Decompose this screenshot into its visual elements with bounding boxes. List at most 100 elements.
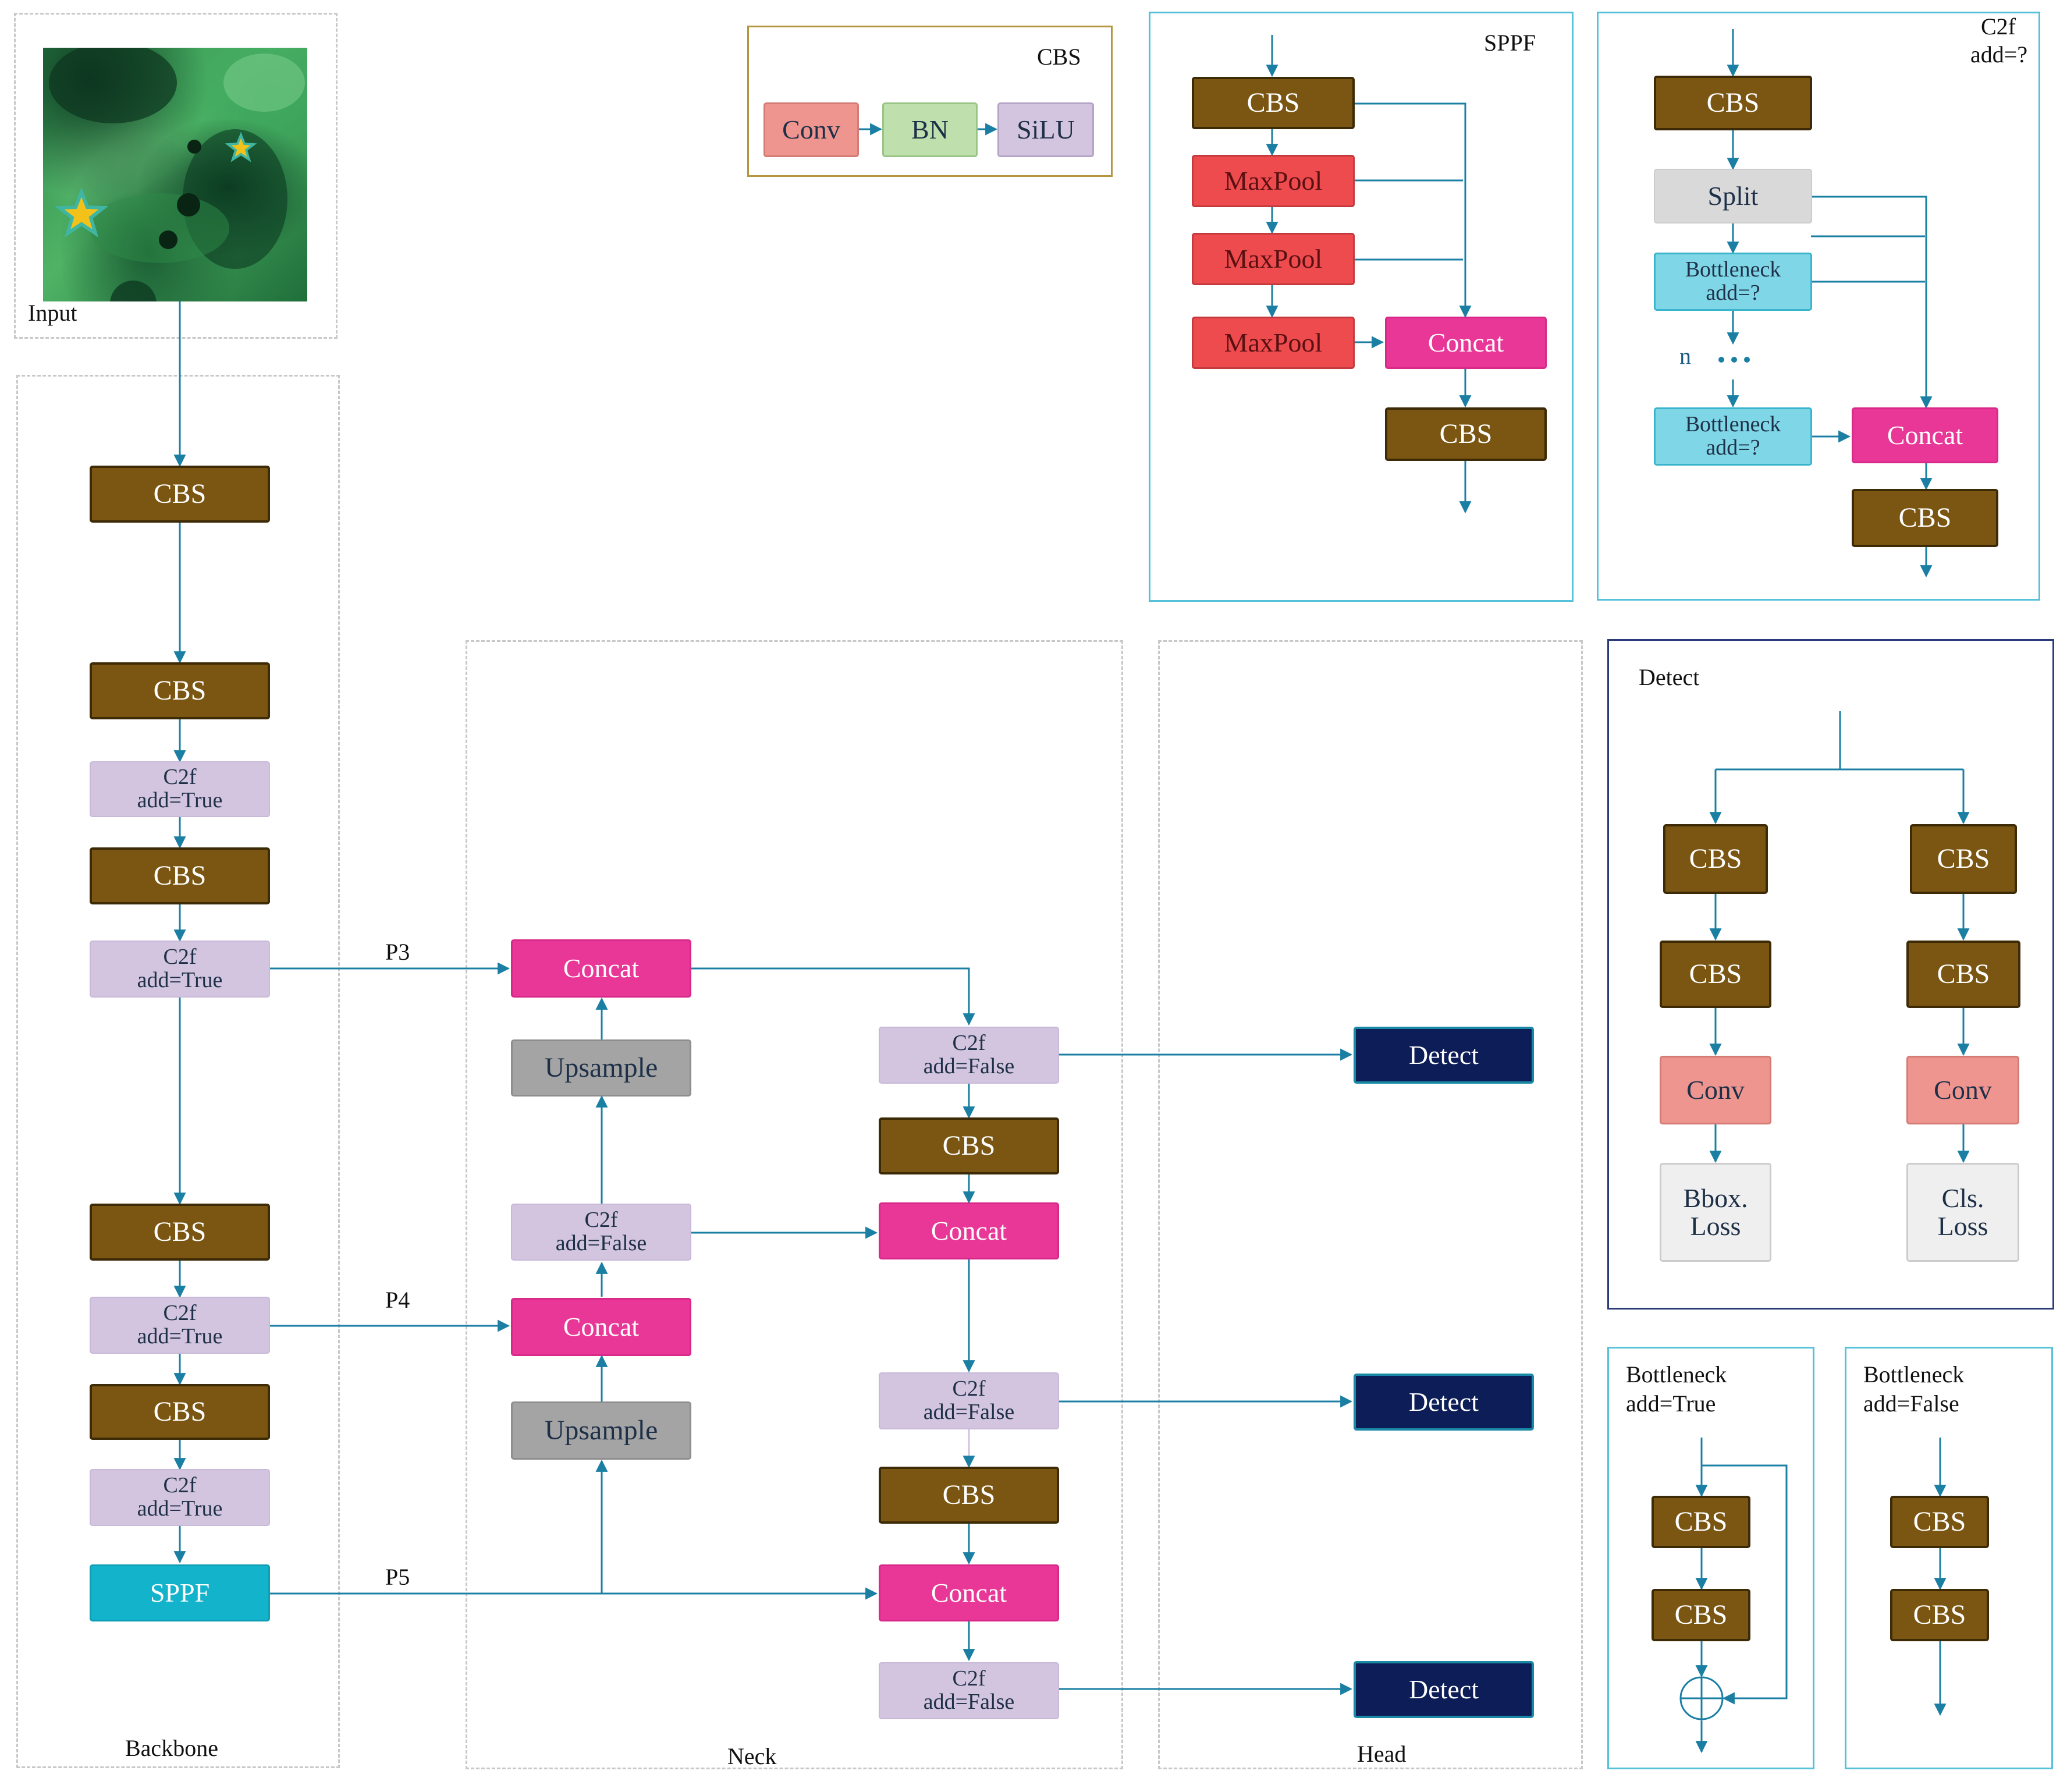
head-label: Head <box>1357 1741 1407 1767</box>
bottleneck-true-cbs-2: CBS <box>1652 1589 1750 1641</box>
neck-c2f-mid: C2f add=False <box>511 1204 691 1261</box>
backbone-cbs-5: CBS <box>90 1384 270 1440</box>
bottleneck-false-title-line1: Bottleneck <box>1863 1361 1965 1388</box>
c2f-name: C2f <box>584 1208 618 1233</box>
cbs-legend-silu: SiLU <box>997 102 1094 157</box>
neck-concat-right-2: Concat <box>879 1564 1059 1621</box>
c2f-name: C2f <box>163 1473 197 1498</box>
c2f-panel <box>1597 12 2040 601</box>
c2f-add: add=False <box>923 1690 1015 1714</box>
detect-panel-title: Detect <box>1639 664 1700 690</box>
sppf-cbs-in: CBS <box>1192 77 1355 129</box>
detect-cbs-left-1: CBS <box>1663 824 1768 894</box>
sppf-panel-title: SPPF <box>1484 30 1536 56</box>
bottleneck-true-cbs-1: CBS <box>1652 1496 1750 1548</box>
bottleneck-false-panel <box>1845 1347 2053 1769</box>
loss-line-1: Bbox. <box>1683 1183 1748 1213</box>
bottleneck-name: Bottleneck <box>1685 412 1781 437</box>
neck-upsample-top: Upsample <box>511 1039 691 1097</box>
sppf-maxpool-3: MaxPool <box>1192 317 1355 369</box>
loss-line-2: Loss <box>1937 1211 1988 1241</box>
neck-concat-top: Concat <box>511 939 691 998</box>
repeat-dots <box>1718 357 1750 363</box>
backbone-c2f-2: C2f add=True <box>90 941 270 998</box>
neck-c2f-right-1: C2f add=False <box>879 1027 1059 1084</box>
sppf-cbs-out: CBS <box>1385 407 1547 461</box>
input-image-detail <box>49 48 305 301</box>
bottleneck-false-cbs-2: CBS <box>1890 1589 1989 1641</box>
head-detect-1: Detect <box>1354 1027 1534 1084</box>
detect-conv-right: Conv <box>1906 1056 2019 1124</box>
bottleneck-name: Bottleneck <box>1685 257 1781 282</box>
detect-panel <box>1607 639 2054 1310</box>
bottleneck-true-title-line1: Bottleneck <box>1626 1361 1727 1388</box>
c2f-add: add=False <box>555 1231 647 1255</box>
backbone-frame <box>16 375 340 1768</box>
c2f-add: add=True <box>137 1324 223 1349</box>
loss-line-2: Loss <box>1690 1211 1741 1241</box>
c2f-panel-title-line1: C2f <box>1981 13 2016 40</box>
neck-concat-mid: Concat <box>511 1298 691 1356</box>
c2f-panel-repeat-label: n <box>1679 343 1691 369</box>
edge-label-p4: P4 <box>385 1287 410 1313</box>
detect-cbs-left-2: CBS <box>1660 941 1771 1008</box>
neck-upsample-bottom: Upsample <box>511 1401 691 1460</box>
detect-cbs-right-1: CBS <box>1910 824 2017 894</box>
bottleneck-false-title-line2: add=False <box>1863 1390 1959 1417</box>
backbone-cbs-1: CBS <box>90 466 270 523</box>
bottleneck-add: add=? <box>1706 281 1760 305</box>
neck-concat-right-1: Concat <box>879 1202 1059 1259</box>
c2f-add: add=True <box>137 788 223 812</box>
c2f-add: add=True <box>137 1496 223 1521</box>
neck-cbs-right-2: CBS <box>879 1467 1059 1524</box>
cbs-legend-bn: BN <box>882 102 978 157</box>
detect-conv-left: Conv <box>1660 1056 1771 1124</box>
sppf-maxpool-2: MaxPool <box>1192 233 1355 285</box>
backbone-cbs-2: CBS <box>90 662 270 719</box>
sppf-maxpool-1: MaxPool <box>1192 155 1355 207</box>
c2f-add: add=False <box>923 1400 1015 1424</box>
input-image <box>43 48 307 301</box>
head-detect-2: Detect <box>1354 1374 1534 1431</box>
c2f-add: add=True <box>137 968 223 992</box>
backbone-c2f-1: C2f add=True <box>90 761 270 817</box>
c2f-panel-concat: Concat <box>1852 407 1998 463</box>
c2f-panel-cbs-out: CBS <box>1852 489 1998 547</box>
c2f-name: C2f <box>952 1376 986 1401</box>
input-label: Input <box>28 300 77 326</box>
c2f-name: C2f <box>163 945 197 970</box>
head-detect-3: Detect <box>1354 1661 1534 1718</box>
detect-cls-loss: Cls. Loss <box>1906 1163 2019 1262</box>
backbone-c2f-3: C2f add=True <box>90 1297 270 1354</box>
c2f-panel-cbs-in: CBS <box>1654 76 1812 130</box>
neck-c2f-right-2: C2f add=False <box>879 1372 1059 1429</box>
add-circle-icon <box>1681 1677 1722 1719</box>
sppf-panel <box>1149 12 1574 602</box>
neck-c2f-right-3: C2f add=False <box>879 1662 1059 1719</box>
c2f-panel-split: Split <box>1654 169 1812 223</box>
edge-label-p5: P5 <box>385 1564 410 1590</box>
bottleneck-true-title-line2: add=True <box>1626 1390 1716 1417</box>
head-frame <box>1158 640 1583 1769</box>
backbone-sppf: SPPF <box>90 1564 270 1621</box>
backbone-c2f-4: C2f add=True <box>90 1469 270 1526</box>
backbone-cbs-4: CBS <box>90 1204 270 1261</box>
input-frame <box>14 13 338 339</box>
c2f-panel-bottleneck-1: Bottleneck add=? <box>1654 253 1812 311</box>
cbs-legend-title: CBS <box>1037 44 1081 70</box>
detect-bbox-loss: Bbox. Loss <box>1660 1163 1771 1262</box>
c2f-name: C2f <box>952 1031 986 1056</box>
backbone-label: Backbone <box>125 1735 218 1761</box>
c2f-name: C2f <box>163 1301 197 1326</box>
bottleneck-add: add=? <box>1706 435 1760 460</box>
cbs-legend-panel <box>747 26 1113 177</box>
bottleneck-false-cbs-1: CBS <box>1890 1496 1989 1548</box>
edge-label-p3: P3 <box>385 939 410 965</box>
backbone-cbs-3: CBS <box>90 847 270 904</box>
c2f-panel-bottleneck-2: Bottleneck add=? <box>1654 407 1812 466</box>
loss-line-1: Cls. <box>1941 1183 1984 1213</box>
cbs-legend-conv: Conv <box>763 102 859 157</box>
c2f-add: add=False <box>923 1054 1015 1078</box>
